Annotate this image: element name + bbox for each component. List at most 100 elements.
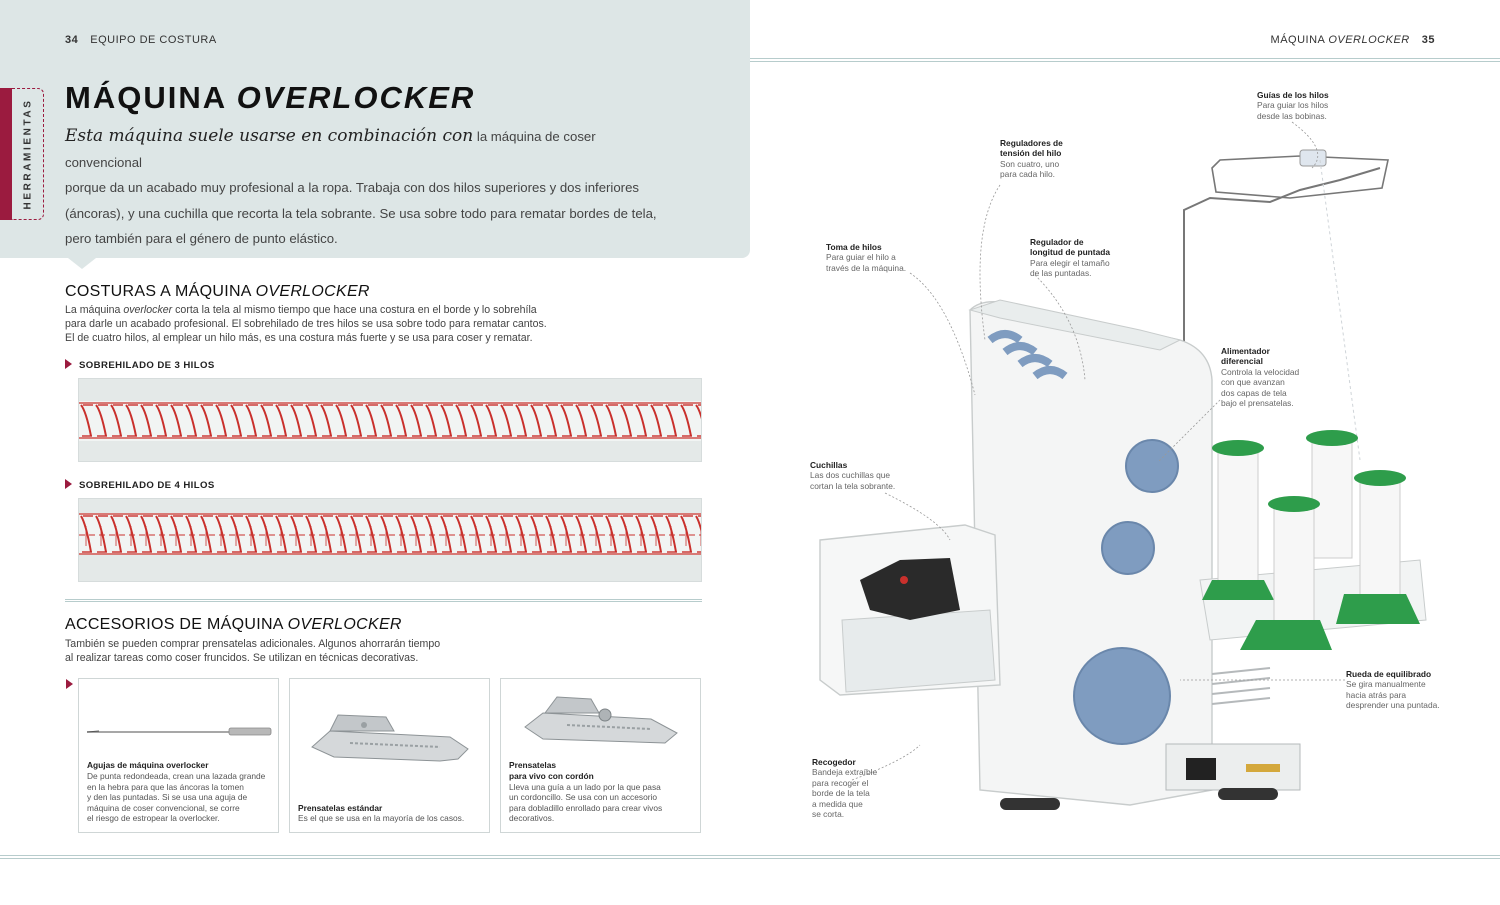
- callout-line: borde de la tela: [812, 788, 870, 799]
- left-folio: 34 EQUIPO DE COSTURA: [65, 34, 217, 46]
- callout-line: Controla la velocidad: [1221, 366, 1300, 377]
- callout-title: diferencial: [1221, 356, 1263, 367]
- stitch-4-thread-photo: [78, 498, 702, 582]
- caption-line: y den las puntadas. Si se usa una aguja …: [87, 792, 248, 803]
- callout-title: Alimentador: [1221, 346, 1270, 356]
- triangle-marker-icon: [65, 359, 72, 369]
- section2-title: ACCESORIOS DE MÁQUINA OVERLOCKER: [65, 616, 402, 634]
- callout-title: Guías de los hilos: [1257, 90, 1329, 100]
- overlocker-machine-illustration: [819, 149, 1427, 810]
- callout-line: para recoger el: [812, 777, 869, 788]
- title-plain: MÁQUINA: [65, 80, 237, 115]
- stitch-4-thread-drawing: [79, 499, 701, 581]
- section1-text-rest: corta la tela al mismo tiempo que hace u…: [172, 304, 537, 316]
- callout-line: desprender una puntada.: [1346, 700, 1440, 711]
- callout-line: a medida que: [812, 798, 863, 809]
- folio-italic: OVERLOCKER: [1328, 34, 1410, 46]
- callout-stitch-length: Regulador de longitud de puntada Para el…: [1030, 237, 1110, 279]
- accessory-needle-card: Agujas de máquina overlocker De punta re…: [78, 678, 279, 833]
- bottom-rule: [750, 855, 1500, 859]
- caption-line: para dobladillo enrollado para crear viv…: [509, 802, 663, 813]
- cord-foot-icon: [524, 696, 678, 744]
- callout-line: Las dos cuchillas que: [810, 470, 891, 481]
- accessory-cord-foot-card: Prensatelas para vivo con cordón Lleva u…: [500, 678, 701, 833]
- left-page: 34 EQUIPO DE COSTURA HERRAMIENTAS MÁQUINA…: [0, 0, 750, 859]
- caption-line: el riesgo de estropear la overlocker.: [87, 813, 220, 824]
- folio-plain: MÁQUINA: [1270, 34, 1329, 46]
- section2-line: al realizar tareas como coser fruncidos.…: [65, 652, 419, 665]
- page-number: 34: [65, 34, 79, 46]
- callout-line: dos capas de tela: [1221, 387, 1287, 398]
- caption-line: Lleva una guía a un lado por la que pasa: [509, 781, 661, 792]
- triangle-marker-icon: [65, 479, 72, 489]
- section2-title-italic: OVERLOCKER: [287, 616, 402, 633]
- callout-line: Para guiar los hilos: [1257, 100, 1329, 111]
- section1-text-italic: overlocker: [123, 304, 173, 316]
- side-tab-box: [12, 88, 44, 220]
- triangle-marker-icon: [66, 679, 73, 689]
- callout-thread-guides: Guías de los hilos Para guiar los hilos …: [1257, 90, 1329, 121]
- callout-knives: Cuchillas Las dos cuchillas que cortan l…: [810, 460, 895, 491]
- callout-title: Toma de hilos: [826, 242, 882, 252]
- stitch1-label-row: SOBREHILADO DE 3 HILOS: [65, 359, 215, 371]
- title-italic: OVERLOCKER: [236, 80, 476, 115]
- intro-line: (áncoras), y una cuchilla que recorta la…: [65, 205, 657, 221]
- callout-line: con que avanzan: [1221, 377, 1285, 388]
- presser-foot-icon: [311, 714, 469, 762]
- stitch1-label: SOBREHILADO DE 3 HILOS: [79, 360, 215, 371]
- callout-line: desde las bobinas.: [1257, 110, 1327, 121]
- stitch2-label: SOBREHILADO DE 4 HILOS: [79, 480, 215, 491]
- callout-title: Recogedor: [812, 757, 856, 767]
- section1-title: COSTURAS A MÁQUINA OVERLOCKER: [65, 283, 370, 301]
- callout-line: Bandeja extraíble: [812, 767, 878, 778]
- cord-foot-caption: Prensatelas para vivo con cordón Lleva u…: [509, 760, 692, 824]
- stitch-3-thread-photo: [78, 378, 702, 462]
- folio-section: EQUIPO DE COSTURA: [90, 34, 217, 46]
- side-tab-bar: [0, 88, 12, 220]
- spool-3: [1240, 496, 1332, 650]
- needle-caption: Agujas de máquina overlocker De punta re…: [87, 760, 270, 824]
- accessory-standard-foot-card: Prensatelas estándar Es el que se usa en…: [289, 678, 490, 833]
- bottom-rule: [0, 855, 750, 859]
- section2-title-plain: ACCESORIOS DE MÁQUINA: [65, 616, 288, 633]
- callout-trim-catcher: Recogedor Bandeja extraíble para recoger…: [812, 757, 877, 819]
- caption-line: decorativos.: [509, 813, 555, 824]
- callout-title: tensión del hilo: [1000, 148, 1062, 159]
- section1-line: El de cuatro hilos, al emplear un hilo m…: [65, 332, 533, 345]
- section-divider: [65, 599, 702, 602]
- intro-line: Esta máquina suele usarse en combinación…: [65, 124, 665, 175]
- callout-line: Para guiar el hilo a: [826, 252, 896, 263]
- spool-2: [1306, 430, 1358, 559]
- spool-1: [1202, 440, 1274, 600]
- callout-title: Regulador de: [1030, 237, 1084, 247]
- callout-title: Cuchillas: [810, 460, 848, 470]
- cord-foot-caption-title-1: Prensatelas: [509, 760, 557, 771]
- side-tab-label: HERRAMIENTAS: [22, 98, 34, 210]
- section2-text: También se pueden comprar prensatelas ad…: [65, 637, 565, 665]
- section1-title-italic: OVERLOCKER: [255, 283, 370, 300]
- callout-line: través de la máquina.: [826, 262, 907, 273]
- intro-paragraph: Esta máquina suele usarse en combinación…: [65, 124, 665, 252]
- callout-line: se corta.: [812, 809, 845, 820]
- section1-title-plain: COSTURAS A MÁQUINA: [65, 283, 256, 300]
- callout-differential-feed: Alimentador diferencial Controla la velo…: [1221, 346, 1299, 408]
- intro-script-lead: Esta máquina suele usarse en combinación…: [65, 126, 474, 146]
- callout-title: Reguladores de: [1000, 138, 1063, 148]
- caption-line: máquina de coser convencional, se corre: [87, 802, 240, 813]
- callout-title: Rueda de equilibrado: [1346, 669, 1432, 679]
- section1-line: La máquina overlocker corta la tela al m…: [65, 303, 565, 317]
- intro-line: pero también para el género de punto elá…: [65, 231, 338, 246]
- callout-line: Para elegir el tamaño: [1030, 257, 1110, 268]
- cord-foot-caption-title-2: para vivo con cordón: [509, 771, 594, 782]
- callout-line: bajo el prensatelas.: [1221, 398, 1294, 409]
- needle-icon: [86, 727, 272, 736]
- side-tab: HERRAMIENTAS: [0, 88, 44, 220]
- section1-line: para darle un acabado profesional. El so…: [65, 318, 547, 331]
- callout-tension-regulators: Reguladores de tensión del hilo Son cuat…: [1000, 138, 1063, 180]
- section1-text: La máquina overlocker corta la tela al m…: [65, 303, 565, 346]
- standard-foot-caption-title: Prensatelas estándar: [298, 802, 383, 813]
- needle-caption-title: Agujas de máquina overlocker: [87, 760, 209, 771]
- callout-line: Son cuatro, uno: [1000, 158, 1060, 169]
- callout-line: cortan la tela sobrante.: [810, 480, 896, 491]
